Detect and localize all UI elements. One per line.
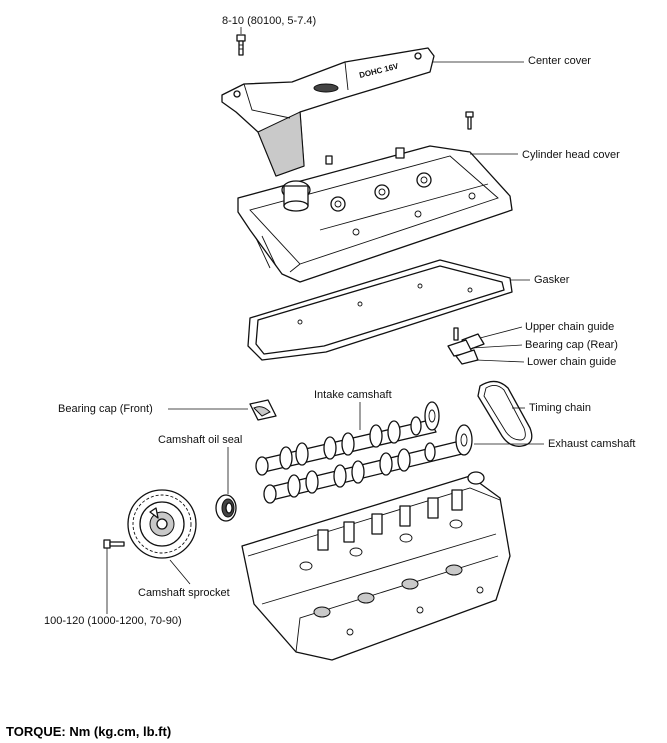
cylinder-head [241,471,511,661]
sprocket-bolt [103,539,125,549]
cover-bolt [236,34,246,56]
cover-side-bolt [465,111,474,130]
upper-chain-guide-label: Upper chain guide [525,321,614,333]
torque-units-note: TORQUE: Nm (kg.cm, lb.ft) [6,724,171,739]
camshaft-sprocket [127,489,197,559]
timing-chain [477,380,533,447]
bearing-cap-rear-label: Bearing cap (Rear) [525,339,618,351]
cylinder-head-cover [237,145,513,283]
lower-chain-guide-label: Lower chain guide [527,356,616,368]
camshaft-sprocket-label: Camshaft sprocket [138,587,230,599]
exhaust-camshaft-label: Exhaust camshaft [548,438,635,450]
exhaust-camshaft [263,424,473,504]
center-cover-label: Center cover [528,55,591,67]
gasket-label: Gasker [534,274,570,286]
timing-chain-label: Timing chain [529,402,591,414]
gasket [247,259,513,361]
chain-guides [447,327,485,365]
camshaft-oil-seal-label: Camshaft oil seal [158,434,242,446]
center-cover: DOHC 16V [221,47,435,177]
cylinder-head-cover-label: Cylinder head cover [522,149,620,161]
bearing-cap-front-label: Bearing cap (Front) [58,403,153,415]
camshaft-oil-seal [215,494,237,522]
bearing-cap-front [249,399,277,421]
intake-camshaft-label: Intake camshaft [314,389,392,401]
intake-camshaft [255,401,440,476]
cover-bolt-torque-label: 8-10 (80100, 5-7.4) [222,15,316,27]
sprocket-bolt-torque-label: 100-120 (1000-1200, 70-90) [44,615,182,627]
